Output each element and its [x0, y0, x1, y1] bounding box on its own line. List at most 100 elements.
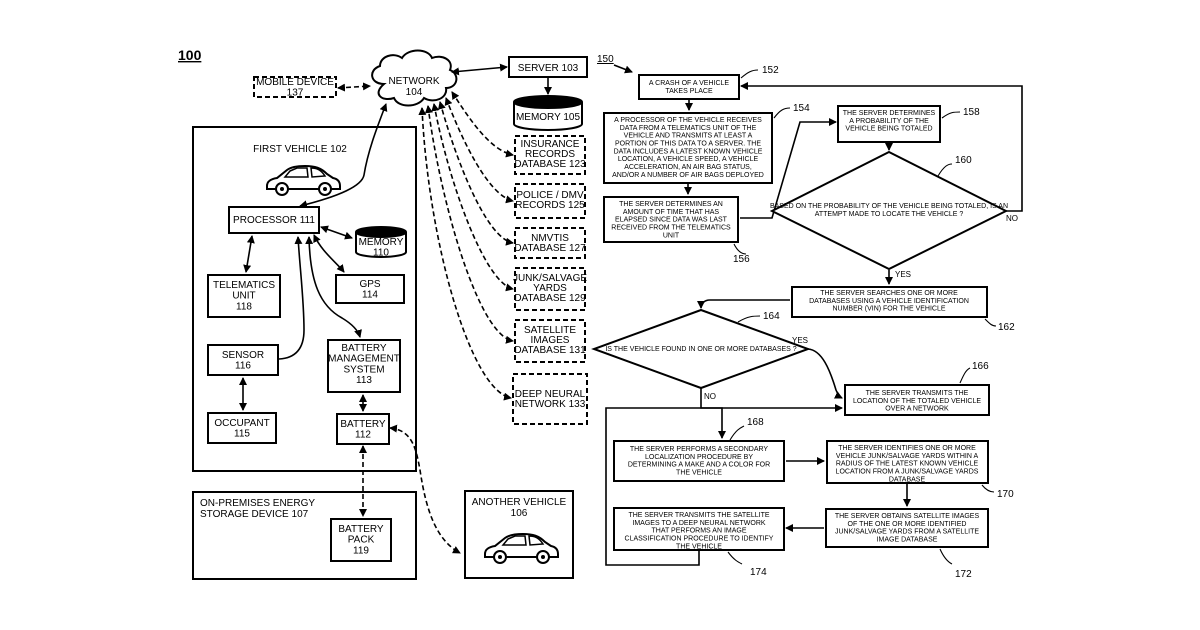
ref-168-leader: [730, 426, 744, 440]
label-line: DATABASES USING A VEHICLE IDENTIFICATION: [809, 298, 969, 305]
label-line: IMAGES TO A DEEP NEURAL NETWORK: [632, 520, 765, 527]
arrow-162-164: [701, 300, 790, 308]
label-line: THE SERVER PERFORMS A SECONDARY: [630, 446, 769, 453]
label-line: 114: [362, 290, 378, 301]
flow-ref-150: 150: [597, 54, 614, 65]
label-line: ON-PREMISES ENERGY: [200, 498, 315, 509]
label-line: THE VEHICLE: [676, 470, 722, 477]
label-line: A CRASH OF A VEHICLE: [649, 80, 729, 87]
flow-ref-150-arrow: [614, 65, 632, 72]
ref-158: 158: [963, 107, 980, 118]
first-vehicle-label: FIRST VEHICLE 102: [253, 144, 347, 155]
ref-154-leader: [774, 108, 790, 118]
label-line: PACK: [348, 535, 375, 546]
label-line: MEMORY: [359, 237, 404, 248]
label-line: AMOUNT OF TIME THAT HAS: [623, 209, 720, 216]
label-line: UNIT: [232, 291, 255, 302]
label-line: LOCATION, A VEHICLE SPEED, A VEHICLE: [618, 156, 759, 163]
network-dnn-link: [422, 108, 511, 398]
ref-174: 174: [750, 567, 767, 578]
vehicle-memory-top: [356, 227, 406, 237]
label-line: 116: [235, 361, 251, 372]
label-line: ATTEMPT MADE TO LOCATE THE VEHICLE ?: [815, 211, 964, 218]
decision-160-yes: YES: [895, 270, 911, 279]
label-line: 115: [234, 429, 250, 440]
label-line: FIRST VEHICLE 102: [253, 144, 347, 155]
label-line: DATABASE 129: [514, 293, 586, 304]
label-line: DATABASE: [889, 476, 926, 483]
label-line: SENSOR: [222, 350, 264, 361]
step-154-text: A PROCESSOR OF THE VEHICLE RECEIVESDATA …: [612, 117, 764, 179]
ref-152: 152: [762, 65, 779, 76]
ref-160: 160: [955, 155, 972, 166]
label-line: 112: [355, 430, 371, 441]
ref-166-leader: [960, 368, 970, 383]
label-line: 113: [356, 375, 372, 386]
network-police-link: [446, 98, 513, 201]
label-line: LOCATION FROM A JUNK/SALVAGE YARDS: [836, 469, 979, 476]
label-line: DATA FROM A TELEMATICS UNIT OF THE: [620, 125, 757, 132]
ref-164: 164: [763, 311, 780, 322]
label-line: VEHICLE BEING TOTALED: [845, 126, 932, 133]
ref-172: 172: [955, 569, 972, 580]
label-line: VEHICLE AND TRANSMITS AT LEAST A: [624, 133, 753, 140]
network-insurance-link: [452, 92, 513, 155]
label-line: NETWORK 133: [515, 399, 586, 410]
label-line: THAT PERFORMS AN IMAGE: [651, 528, 746, 535]
label-line: IS THE VEHICLE FOUND IN ONE OR MORE DATA…: [605, 346, 796, 353]
network-satellite-link: [428, 106, 513, 341]
label-line: SERVER 103: [518, 63, 579, 74]
server-memory-label: MEMORY 105: [516, 112, 581, 123]
label-line: DATABASE 127: [514, 243, 586, 254]
label-line: THE SERVER TRANSMITS THE: [866, 390, 969, 397]
decision-164-text: IS THE VEHICLE FOUND IN ONE OR MORE DATA…: [605, 346, 796, 353]
ref-154: 154: [793, 103, 810, 114]
label-line: THE SERVER SEARCHES ONE OR MORE: [820, 290, 958, 297]
label-line: STORAGE DEVICE 107: [200, 509, 309, 520]
label-line: TAKES PLACE: [665, 88, 713, 95]
label-line: THE VEHICLE: [676, 543, 722, 550]
label-line: NETWORK: [388, 76, 439, 87]
ref-168: 168: [747, 417, 764, 428]
label-line: AND/OR A NUMBER OF AIR BAGS DEPLOYED: [612, 172, 764, 179]
label-line: A PROBABILITY OF THE: [849, 118, 929, 125]
ref-152-leader: [741, 70, 758, 78]
label-line: ANOTHER VEHICLE: [472, 497, 567, 508]
label-line: THE SERVER DETERMINES: [843, 110, 936, 117]
label-line: NUMBER (VIN) FOR THE VEHICLE: [832, 306, 945, 313]
label-line: 110: [373, 248, 389, 259]
label-line: THE SERVER DETERMINES AN: [619, 201, 723, 208]
label-line: ACCELERATION, AN AIR BAG STATUS,: [624, 164, 752, 171]
deep-neural-network-label: DEEP NEURALNETWORK 133: [515, 389, 586, 410]
label-line: UNIT: [663, 232, 680, 239]
label-line: BASED ON THE PROBABILITY OF THE VEHICLE …: [770, 203, 1008, 210]
decision-160-no: NO: [1006, 214, 1018, 223]
label-line: OCCUPANT: [214, 418, 269, 429]
label-line: PORTION OF THIS DATA TO A SERVER. THE: [615, 141, 761, 148]
label-line: THE SERVER TRANSMITS THE SATELLITE: [628, 512, 769, 519]
server-label: SERVER 103: [518, 63, 579, 74]
label-line: JUNK/SALVAGE YARDS FROM A SATELLITE: [835, 529, 979, 536]
label-line: BATTERY: [341, 343, 387, 354]
label-line: ELAPSED SINCE DATA WAS LAST: [615, 217, 728, 224]
label-line: DATABASE 131: [514, 345, 586, 356]
step-158-text: THE SERVER DETERMINESA PROBABILITY OF TH…: [843, 110, 936, 133]
gps-label: GPS114: [359, 279, 380, 301]
processor-label: PROCESSOR 111: [233, 215, 315, 226]
network-server-link: [452, 67, 507, 72]
label-line: TELEMATICS: [213, 280, 275, 291]
ref-166: 166: [972, 361, 989, 372]
label-line: DETERMINING A MAKE AND A COLOR FOR: [628, 462, 770, 469]
ref-172-leader: [940, 549, 952, 564]
ref-162-leader: [985, 319, 996, 326]
ref-174-leader: [728, 552, 742, 564]
step-162-text: THE SERVER SEARCHES ONE OR MOREDATABASES…: [809, 290, 969, 313]
energy-storage-label: ON-PREMISES ENERGYSTORAGE DEVICE 107: [200, 498, 315, 520]
figure-ref: 100: [178, 47, 202, 63]
label-line: 137: [287, 88, 304, 99]
ref-156: 156: [733, 254, 750, 265]
label-line: OVER A NETWORK: [885, 406, 949, 413]
network-nmvtis-link: [440, 102, 513, 243]
label-line: LOCATION OF THE TOTALED VEHICLE: [853, 398, 981, 405]
label-line: LOCALIZATION PROCEDURE BY: [645, 454, 753, 461]
